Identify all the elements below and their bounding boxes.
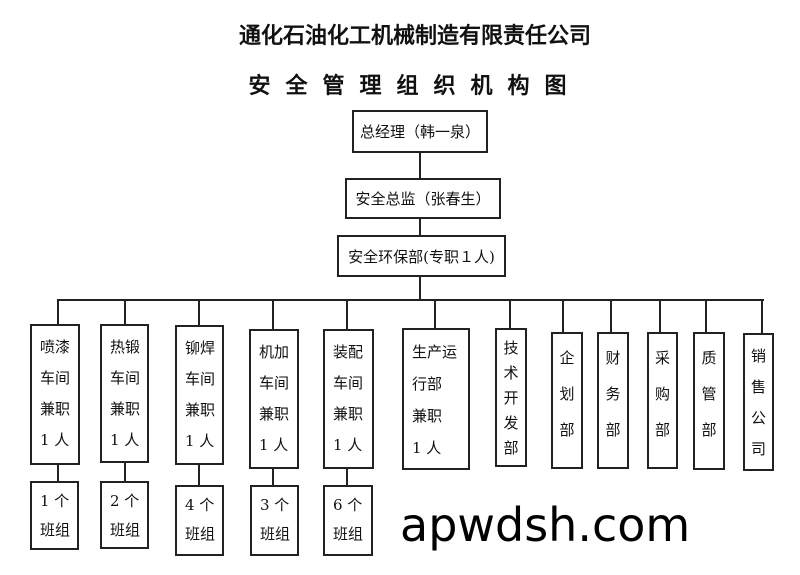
team-count-box: 2 个班组 [100,481,149,549]
team-label-line: 4 个 [185,496,215,514]
department-label-line: 兼职 [333,405,364,423]
department-label-line: 车间 [110,369,141,387]
department-label-line: 开 [503,389,519,407]
department-label-line: 装配 [333,343,364,361]
connector-line [57,465,59,481]
department-label-line: 车间 [40,369,71,387]
department-label-line: 购 [654,385,670,403]
department-box: 装配车间兼职 1 人 [323,329,374,469]
department-box: 生产运行部兼职 1 人 [402,328,470,470]
department-label-line: 1 人 [333,436,363,454]
team-label-line: 班组 [333,525,364,543]
team-label-line: 2 个 [110,492,140,510]
department-label-line: 技 [503,339,519,357]
connector-line [198,300,200,325]
department-label-line: 车间 [185,370,216,388]
team-label-line: 班组 [40,521,71,539]
department-label-line: 兼职 [412,407,443,425]
department-label-line: 企 [559,349,575,367]
connector-line [705,300,707,332]
department-label-line: 售 [750,378,766,396]
department-box: 企划部 [551,332,583,469]
safety-env-dept-box: 安全环保部(专职１人) [337,235,506,277]
department-label-line: 兼职 [110,400,141,418]
department-label-line: 采 [654,349,670,367]
department-box: 机加车间兼职 1 人 [249,329,299,469]
department-label-line: 发 [503,414,519,432]
department-box: 热锻车间兼职 1 人 [100,324,149,463]
connector-line [434,300,436,328]
department-label-line: 司 [750,440,766,458]
department-label-line: 1 人 [412,439,442,457]
department-label-line: 1 人 [40,431,70,449]
connector-line [124,463,126,481]
department-label-line: 务 [605,385,621,403]
connector-line [509,300,511,328]
team-label-line: 1 个 [40,492,70,510]
department-label-line: 部 [654,421,670,439]
branch-line [57,299,764,301]
connector-line [659,300,661,332]
department-box: 销售公司 [743,333,774,471]
team-label-line: 6 个 [333,496,363,514]
department-label-line: 热锻 [110,338,141,356]
department-label-line: 兼职 [185,401,216,419]
department-label-line: 术 [503,364,519,382]
connector-line [346,469,348,485]
department-label-line: 生产运 [412,343,458,361]
connector-line [419,276,421,301]
department-label-line: 公 [750,409,766,427]
department-box: 技术开发部 [495,328,527,467]
team-count-box: 3 个班组 [250,485,299,556]
department-label-line: 车间 [259,374,290,392]
department-box: 采购部 [647,332,678,469]
watermark: apwdsh.com [400,498,691,552]
team-label-line: 班组 [185,525,216,543]
connector-line [610,300,612,332]
team-label-line: 班组 [260,525,291,543]
connector-line [124,300,126,324]
team-label-line: 3 个 [260,496,290,514]
company-title: 通化石油化工机械制造有限责任公司 [238,24,591,49]
department-label-line: 铆焊 [185,339,216,357]
department-label-line: 兼职 [259,405,290,423]
department-label-line: 管 [701,385,717,403]
connector-line [198,465,200,485]
department-label-line: 1 人 [185,432,215,450]
department-label-line: 质 [701,349,717,367]
department-label-line: 部 [605,421,621,439]
connector-line [57,300,59,324]
department-box: 财务部 [597,332,629,469]
department-label-line: 车间 [333,374,364,392]
department-label-line: 财 [605,349,621,367]
connector-line [419,218,421,236]
team-count-box: 1 个班组 [30,481,79,550]
safety-director-box: 安全总监（张春生） [345,178,501,219]
department-label-line: 喷漆 [40,338,71,356]
department-label-line: 兼职 [40,400,71,418]
department-label-line: 部 [559,421,575,439]
team-label-line: 班组 [110,521,141,539]
department-label-line: 部 [503,439,519,457]
department-label-line: 销 [750,347,766,365]
connector-line [272,300,274,329]
team-count-box: 4 个班组 [175,485,224,556]
team-count-box: 6 个班组 [323,485,373,556]
general-manager-box: 总经理（韩一泉） [352,110,488,153]
connector-line [761,300,763,333]
department-label-line: 部 [701,421,717,439]
department-label-line: 行部 [412,375,443,393]
department-label-line: 划 [559,385,575,403]
department-label-line: 1 人 [110,431,140,449]
department-label-line: 1 人 [259,436,289,454]
connector-line [346,300,348,329]
department-box: 喷漆车间兼职 1 人 [30,324,80,465]
connector-line [562,300,564,332]
department-label-line: 机加 [259,343,290,361]
connector-line [272,469,274,485]
department-box: 质管部 [693,332,725,470]
department-box: 铆焊车间兼职 1 人 [175,325,224,465]
chart-title: 安全管理组织机构图 [248,74,582,99]
connector-line [419,152,421,179]
